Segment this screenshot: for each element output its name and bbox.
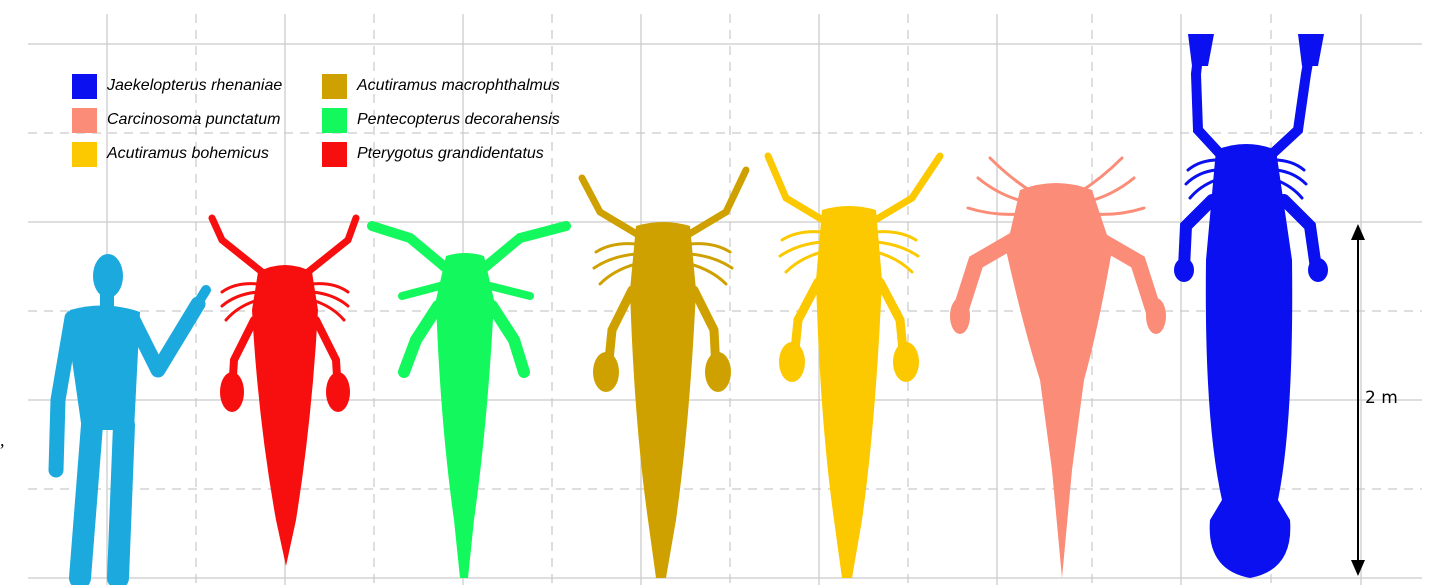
pentecopterus-decorahensis-silhouette: [372, 226, 566, 578]
legend-item-pentecopterus-decorahensis: Pentecopterus decorahensis: [322, 108, 560, 132]
legend-item-carcinosoma-punctatum: Carcinosoma punctatum: [72, 108, 280, 132]
jaekelopterus-rhenaniae-silhouette: [1174, 34, 1328, 578]
legend-label: Pterygotus grandidentatus: [357, 145, 544, 163]
legend-label: Pentecopterus decorahensis: [357, 111, 560, 129]
carcinosoma-punctatum-silhouette: [950, 158, 1166, 578]
human-silhouette: [56, 254, 206, 578]
legend-swatch: [72, 142, 97, 167]
legend-swatch: [322, 108, 347, 133]
legend-label: Acutiramus macrophthalmus: [357, 77, 560, 95]
acutiramus-macrophthalmus-silhouette: [582, 170, 746, 578]
acutiramus-bohemicus-silhouette: [768, 156, 940, 578]
legend-label: Jaekelopterus rhenaniae: [107, 77, 282, 95]
legend-swatch: [322, 74, 347, 99]
legend-item-pterygotus-grandidentatus: Pterygotus grandidentatus: [322, 142, 544, 166]
legend-swatch: [72, 108, 97, 133]
legend-label: Carcinosoma punctatum: [107, 111, 280, 129]
legend-label: Acutiramus bohemicus: [107, 145, 269, 163]
legend-item-jaekelopterus-rhenaniae: Jaekelopterus rhenaniae: [72, 74, 282, 98]
legend-swatch: [72, 74, 97, 99]
legend-item-acutiramus-bohemicus: Acutiramus bohemicus: [72, 142, 269, 166]
legend-swatch: [322, 142, 347, 167]
edge-text-fragment: ,: [0, 430, 5, 451]
scale-bar-label: 2 m: [1365, 388, 1398, 408]
legend-item-acutiramus-macrophthalmus: Acutiramus macrophthalmus: [322, 74, 560, 98]
pterygotus-grandidentatus-silhouette: [212, 218, 356, 566]
